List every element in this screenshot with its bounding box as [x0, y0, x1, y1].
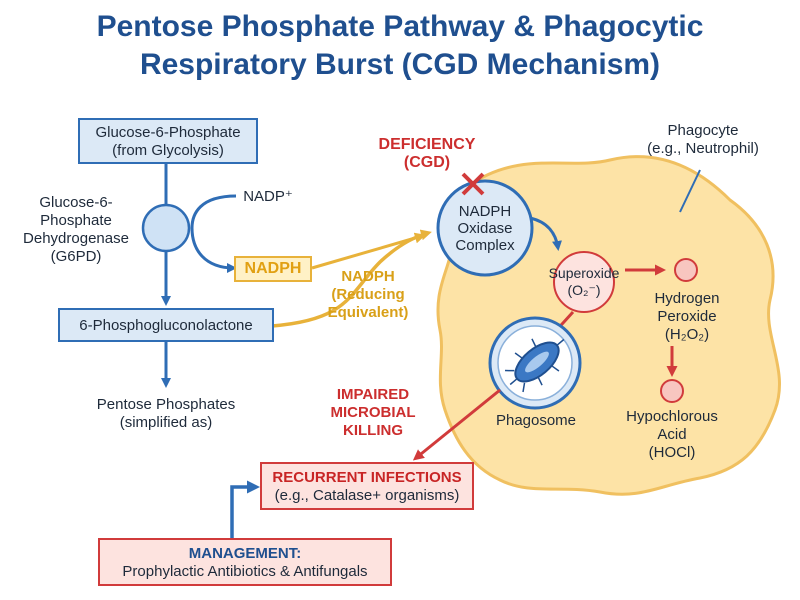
h2o2-node — [674, 258, 698, 282]
arrow-oxidase-to-superoxide — [529, 216, 562, 251]
phagocyte-pointer-line — [679, 169, 701, 213]
management-box: MANAGEMENT: Prophylactic Antibiotics & A… — [98, 538, 392, 586]
management-detail: Prophylactic Antibiotics & Antifungals — [122, 563, 368, 580]
g6pd-label: Glucose-6- Phosphate Dehydrogenase (G6PD… — [23, 194, 129, 265]
g6p-label: Glucose-6-Phosphate — [95, 124, 241, 141]
deficiency-x-icon — [461, 172, 485, 196]
nadph-tag: NADPH — [234, 256, 312, 282]
title-line-2: Respiratory Burst (CGD Mechanism) — [139, 48, 661, 81]
g6p-sublabel: (from Glycolysis) — [112, 142, 224, 159]
nadph-oxidase-node — [436, 179, 534, 277]
gluconolactone-box: 6-Phosphogluconolactone — [58, 308, 274, 342]
hocl-label: Hypochlorous Acid (HOCl) — [626, 408, 718, 461]
recurrent-infections-title: RECURRENT INFECTIONS — [272, 469, 462, 486]
arrow-phagosome-to-infections — [412, 388, 501, 461]
g6pd-enzyme-node — [141, 203, 191, 253]
hocl-node — [660, 379, 684, 403]
arrow-nadp-to-nadph — [190, 194, 237, 273]
superoxide-label: Superoxide (O₂⁻) — [548, 265, 620, 298]
nadph-reducing-equivalent-label: NADPH (Reducing Equivalent) — [327, 268, 409, 321]
phagosome-label: Phagosome — [495, 412, 577, 429]
recurrent-infections-example: (e.g., Catalase+ organisms) — [274, 487, 460, 504]
title-line-1: Pentose Phosphate Pathway & Phagocytic — [96, 10, 704, 43]
arrow-management-to-infections — [230, 480, 260, 538]
pentose-phosphates-label: Pentose Phosphates (simplified as) — [96, 396, 236, 431]
g6p-box: Glucose-6-Phosphate (from Glycolysis) — [78, 118, 258, 164]
bacterium-icon — [505, 338, 565, 393]
superoxide-node — [553, 251, 615, 313]
deficiency-label: DEFICIENCY (CGD) — [378, 136, 476, 171]
impaired-killing-label: IMPAIRED MICROBIAL KILLING — [330, 386, 416, 439]
nadph-oxidase-label: NADPH Oxidase Complex — [455, 203, 515, 254]
h2o2-label: Hydrogen Peroxide (H₂O₂) — [654, 290, 720, 343]
recurrent-infections-box: RECURRENT INFECTIONS (e.g., Catalase+ or… — [260, 462, 474, 510]
nadp-label: NADP⁺ — [243, 188, 293, 205]
arrow-nadph-tag-connector — [311, 232, 426, 270]
management-title: MANAGEMENT: — [188, 545, 302, 562]
phagocyte-label: Phagocyte (e.g., Neutrophil) — [647, 122, 759, 157]
